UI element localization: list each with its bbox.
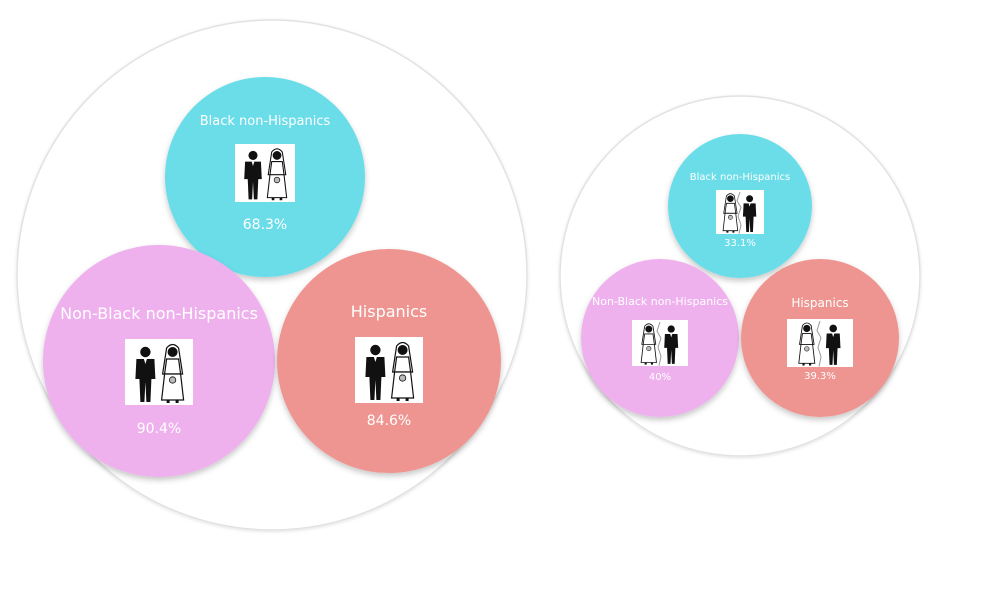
bubble-hispanics: Hispanics 84.6%: [277, 249, 501, 473]
group-name-black-non-hispanics: Black non-Hispanics: [690, 172, 790, 183]
groom-bride-icon: [355, 337, 423, 403]
value-label-non-black-non-hispanics: 40%: [649, 372, 671, 383]
group-name-non-black-non-hispanics: Non-Black non-Hispanics: [60, 304, 258, 323]
divorced-couple-icon: [716, 190, 764, 234]
value-label-hispanics: 84.6%: [367, 413, 411, 429]
groom-bride-icon: [235, 144, 295, 202]
bubble-black-non-hispanics: Black non-Hispanics 68.3%: [165, 77, 365, 277]
divorced-couple-icon: [787, 319, 853, 367]
group-name-non-black-non-hispanics: Non-Black non-Hispanics: [592, 295, 728, 308]
group-name-hispanics: Hispanics: [351, 302, 428, 321]
value-label-non-black-non-hispanics: 90.4%: [137, 421, 181, 437]
groom-bride-icon: [125, 339, 193, 405]
value-label-black-non-hispanics: 33.1%: [724, 238, 756, 249]
bubble-non-black-non-hispanics: Non-Black non-Hispanics 40%: [581, 259, 739, 417]
divorce-panel: Black non-Hispanics 33.1% Non-Black non-Hi…: [581, 134, 899, 417]
marriage-panel: Black non-Hispanics 68.3% Non-Black non-Hi…: [43, 77, 501, 477]
bubble-non-black-non-hispanics: Non-Black non-Hispanics 90.4%: [43, 245, 275, 477]
value-label-hispanics: 39.3%: [804, 371, 836, 382]
bubble-black-non-hispanics: Black non-Hispanics 33.1%: [668, 134, 812, 278]
bubble-hispanics: Hispanics 39.3%: [741, 259, 899, 417]
group-name-hispanics: Hispanics: [791, 296, 848, 310]
divorced-couple-icon: [632, 320, 688, 366]
group-name-black-non-hispanics: Black non-Hispanics: [200, 114, 331, 129]
value-label-black-non-hispanics: 68.3%: [243, 217, 287, 233]
